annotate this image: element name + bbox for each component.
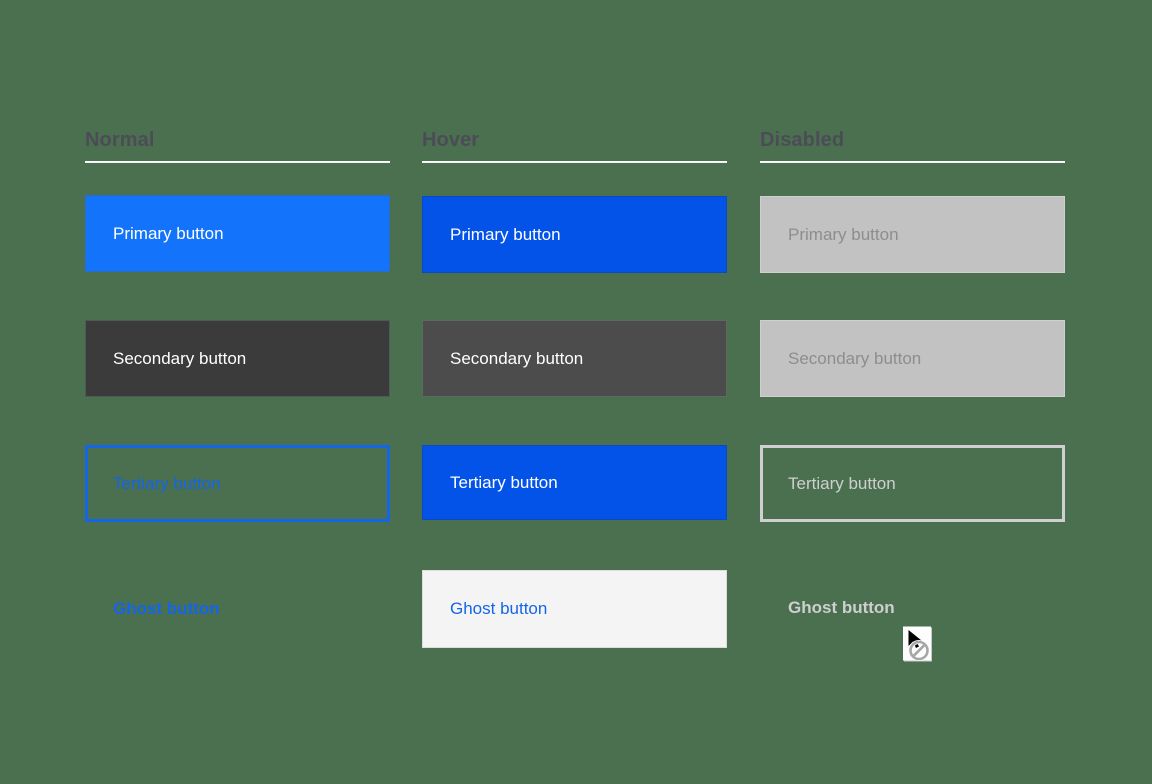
- column-header-hover: Hover: [422, 128, 727, 163]
- column-header-disabled: Disabled: [760, 128, 1065, 163]
- column-header-normal-label: Normal: [85, 129, 155, 151]
- tertiary-button-normal[interactable]: Tertiary button: [85, 445, 390, 522]
- ghost-button-disabled: Ghost button: [760, 585, 1065, 630]
- column-header-disabled-label: Disabled: [760, 129, 845, 151]
- tertiary-button-disabled: Tertiary button: [760, 445, 1065, 522]
- ghost-button-normal[interactable]: Ghost button: [85, 585, 390, 633]
- secondary-button-hover[interactable]: Secondary button: [422, 320, 727, 397]
- secondary-button-disabled: Secondary button: [760, 320, 1065, 397]
- primary-button-hover[interactable]: Primary button: [422, 196, 727, 273]
- secondary-button-normal[interactable]: Secondary button: [85, 320, 390, 397]
- column-header-hover-rule: [422, 161, 727, 163]
- column-header-hover-label: Hover: [422, 129, 480, 151]
- column-header-disabled-rule: [760, 161, 1065, 163]
- primary-button-normal[interactable]: Primary button: [85, 195, 390, 272]
- column-header-normal-rule: [85, 161, 390, 163]
- tertiary-button-hover[interactable]: Tertiary button: [422, 445, 727, 520]
- primary-button-disabled: Primary button: [760, 196, 1065, 273]
- column-header-normal: Normal: [85, 128, 390, 163]
- ghost-button-hover[interactable]: Ghost button: [422, 570, 727, 648]
